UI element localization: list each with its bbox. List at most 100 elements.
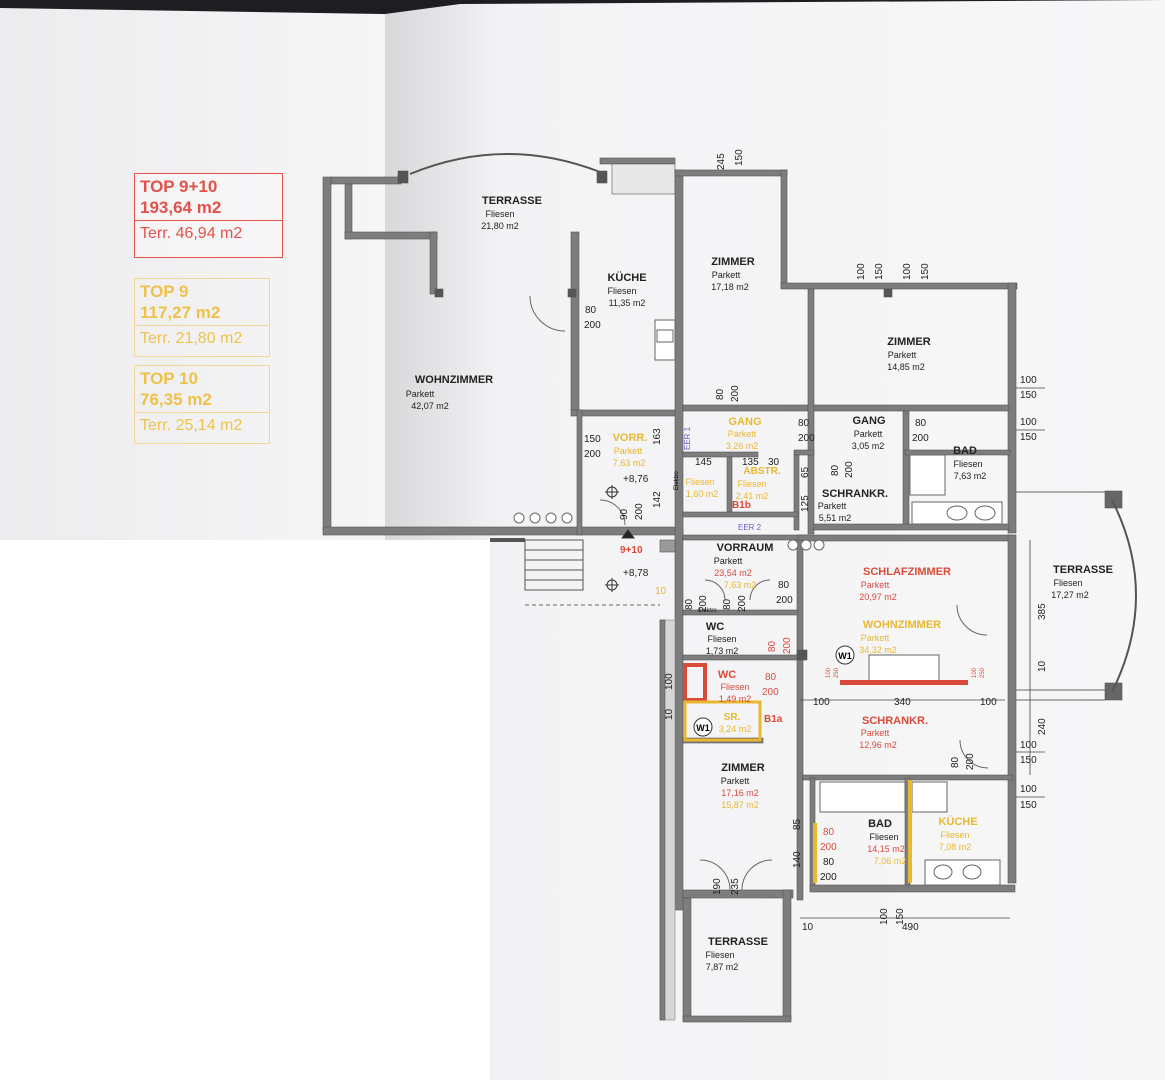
dim-340: 340 (894, 697, 911, 708)
room-gang1-area: 3,26 m2 (726, 441, 759, 451)
dim-bad-80: 80 (915, 418, 927, 429)
w1-marker-2: W1 (693, 717, 713, 737)
dim-wc-80: 80 (767, 640, 778, 652)
room-wc1-floor: Fliesen (707, 634, 736, 644)
room-zimmer2-name: ZIMMER (887, 336, 930, 348)
level-symbols (605, 485, 635, 592)
dim-190: 190 (712, 878, 723, 895)
dim-w1-250: 250 (834, 667, 840, 678)
dim-163: 163 (652, 428, 663, 445)
room-kueche-name: KÜCHE (607, 271, 646, 284)
dim-r100-4: 100 (1020, 784, 1037, 795)
dim-125: 125 (800, 495, 811, 512)
w1-marker-1: W1 (835, 645, 855, 665)
room-vorraum-area: 23,54 m2 (714, 568, 752, 578)
room-terrasse-n-name: TERRASSE (482, 195, 542, 207)
dim-r100-2: 100 (1020, 417, 1037, 428)
dim-385: 385 (1037, 603, 1048, 620)
room-terrasse-e-area: 17,27 m2 (1051, 590, 1089, 600)
dim-150b: 150 (874, 263, 885, 280)
elektro-label: Elektro (698, 608, 717, 614)
room-vorraum-floor: Parkett (714, 556, 743, 566)
dim-sk-200: 200 (844, 461, 855, 478)
room-vorr-name: VORR. (613, 432, 648, 444)
room-terrasse-s-name: TERRASSE (708, 936, 768, 948)
legend-total-area: 193,64 m2 (140, 198, 222, 217)
room-schrankr2-floor: Parkett (861, 728, 890, 738)
room-wcsmall-area: 1,60 m2 (686, 489, 719, 499)
dim-vorr-150: 150 (584, 434, 601, 445)
dim-w2-250: 250 (980, 667, 986, 678)
room-wc1-name: WC (706, 621, 724, 633)
eer2-label: EER 2 (738, 523, 762, 532)
dim-100a: 100 (856, 263, 867, 280)
room-zimmer1-name: ZIMMER (711, 256, 754, 268)
room-bad2-area2: 7,06 m2 (874, 856, 907, 866)
dim-100-m: 100 (813, 697, 830, 708)
room-terrasse-s-area: 7,87 m2 (706, 962, 739, 972)
room-wc2-name: WC (718, 669, 736, 681)
room-schrankr1-name: SCHRANKR. (822, 488, 888, 500)
dimension-lines (800, 387, 1045, 919)
room-sr-name: SR. (724, 712, 741, 723)
room-schlafzimmer-area: 20,97 m2 (859, 592, 897, 602)
dim-145: 145 (695, 457, 712, 468)
room-bad2-name: BAD (868, 818, 892, 830)
room-sr-area: 3,24 m2 (719, 724, 752, 734)
legend-top10-terrace: Terr. 25,14 m2 (140, 417, 243, 434)
room-vorr-floor: Parkett (614, 446, 643, 456)
room-schrankr2-name: SCHRANKR. (862, 715, 928, 727)
sr-partition (683, 700, 762, 742)
room-zimmer2-floor: Parkett (888, 350, 917, 360)
dim-bad3-200: 200 (820, 872, 837, 883)
dim-kue-h: 200 (584, 320, 601, 331)
legend-top10: TOP 10 76,35 m2 Terr. 25,14 m2 (134, 365, 270, 444)
fixtures (513, 319, 1003, 886)
room-bad1-floor: Fliesen (953, 459, 982, 469)
legend-top10-top: TOP 10 (140, 369, 198, 388)
walls (322, 157, 1123, 1023)
room-gang2-floor: Parkett (854, 429, 883, 439)
room-terrasse-s-floor: Fliesen (705, 950, 734, 960)
legend-total-top: TOP 9+10 (140, 177, 218, 196)
room-kueche2-name: KÜCHE (938, 815, 977, 828)
room-wohnzimmer-floor: Parkett (406, 389, 435, 399)
dim-sk-80: 80 (830, 464, 841, 476)
dim-bad-200: 200 (912, 433, 929, 444)
room-terrasse-n-floor: Fliesen (485, 209, 514, 219)
entry-label: 9+10 (620, 545, 643, 556)
terrace-east-lines (1016, 491, 1105, 701)
dim-v2-80: 80 (722, 598, 733, 610)
dim-sk2-80: 80 (950, 756, 961, 768)
apartment-split-line (840, 680, 968, 685)
dim-240: 240 (1037, 718, 1048, 735)
dim-v3-80: 80 (778, 580, 790, 591)
staircase (490, 538, 584, 591)
room-vorraum-area2: 7,63 m2 (724, 580, 757, 590)
room-gang1-name: GANG (729, 416, 762, 428)
dim-wc2-200: 200 (762, 687, 779, 698)
door-swings (529, 295, 989, 891)
eer1-label: EER 1 (683, 426, 692, 450)
dim-200-ent: 200 (634, 503, 645, 520)
dim-vorr-200: 200 (584, 449, 601, 460)
dim-30: 30 (768, 457, 780, 468)
room-gang2-name: GANG (853, 415, 886, 427)
dim-235: 235 (730, 878, 741, 895)
dim-z1-80: 80 (715, 388, 726, 400)
dim-r100-3: 100 (1020, 740, 1037, 751)
dim-w1-100: 100 (826, 667, 832, 678)
room-wc1-area: 1,73 m2 (706, 646, 739, 656)
room-bad2-floor: Fliesen (869, 832, 898, 842)
room-kueche2-floor: Fliesen (940, 830, 969, 840)
room-gang2-area: 3,05 m2 (852, 441, 885, 451)
dim-100-b: 100 (879, 908, 890, 925)
room-zimmer3-area: 17,16 m2 (721, 788, 759, 798)
elektro-label-2: Elektro (674, 471, 680, 490)
svg-text:W1: W1 (838, 651, 852, 661)
legend-top9-terrace: Terr. 21,80 m2 (140, 330, 243, 347)
room-wc2-floor: Fliesen (720, 682, 749, 692)
top10-partition-2 (908, 780, 912, 883)
top10-partition-1 (813, 823, 817, 883)
room-terrasse-e-name: TERRASSE (1053, 564, 1113, 576)
